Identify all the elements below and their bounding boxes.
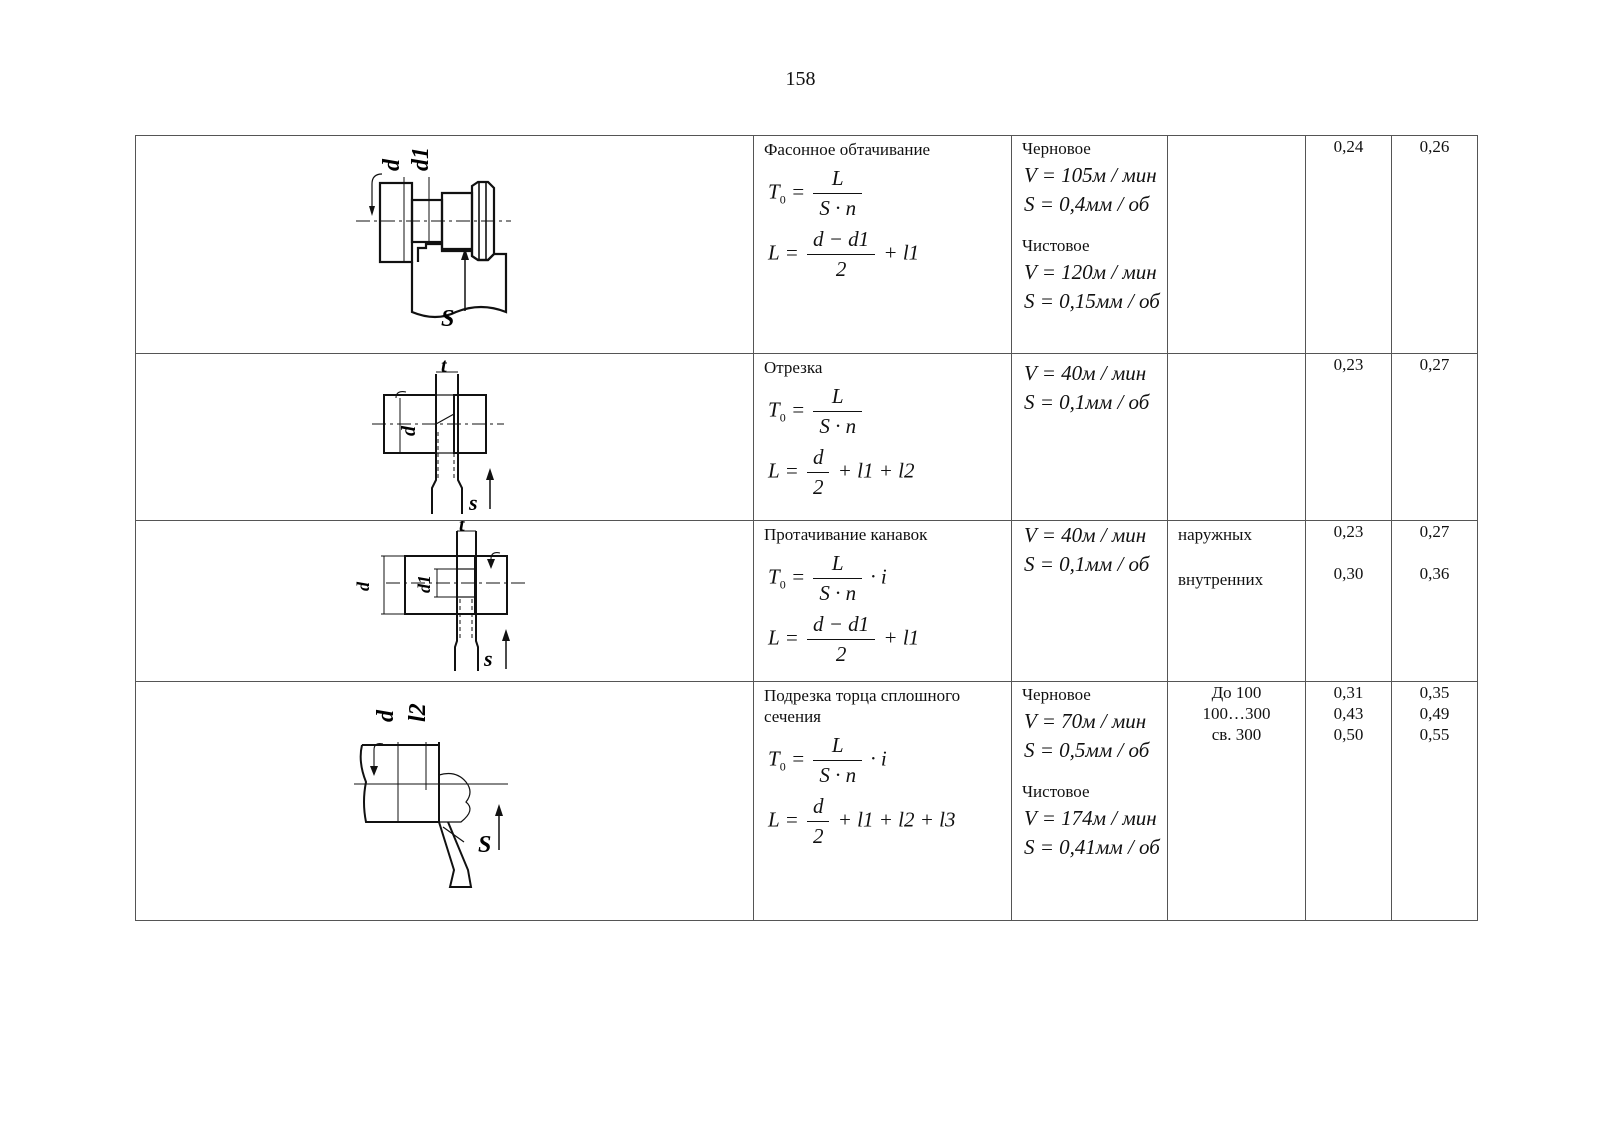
feed-value: S = 0,1мм / об	[1024, 390, 1150, 414]
page-number: 158	[785, 68, 816, 90]
mode-label: Чистовое	[1022, 782, 1090, 801]
fig-label-t: t	[459, 521, 466, 536]
condition-item: 100…300	[1202, 704, 1271, 723]
mode-cell: Черновое V = 105м / мин S = 0,4мм / об Ч…	[1011, 135, 1168, 354]
condition-item: До 100	[1211, 683, 1262, 702]
coef1-cell: 0,31 0,43 0,50	[1305, 681, 1392, 921]
coef2-value: 0,27	[1419, 355, 1450, 374]
operation-name: Фасонное обтачивание	[764, 140, 931, 159]
fig-label-d1: d1	[408, 147, 434, 171]
operation-name: Отрезка	[764, 358, 823, 377]
feed-value: S = 0,1мм / об	[1024, 552, 1150, 576]
coef1-value: 0,30	[1333, 564, 1364, 583]
fig-label-s: s	[483, 646, 493, 671]
fig-label-d: d	[373, 709, 399, 722]
coef2-cell: 0,27 0,36	[1391, 520, 1478, 682]
fig-label-s: s	[468, 490, 478, 515]
condition-cell	[1167, 353, 1306, 521]
feed-value: S = 0,4мм / об	[1024, 192, 1150, 216]
condition-item: наружных	[1178, 525, 1252, 544]
mode-label: Чистовое	[1022, 236, 1090, 255]
speed-value: V = 120м / мин	[1024, 260, 1157, 284]
speed-value: V = 70м / мин	[1024, 709, 1147, 733]
coef1-value: 0,43	[1333, 704, 1364, 723]
speed-value: V = 40м / мин	[1024, 361, 1147, 385]
fig-label-l2: l2	[405, 703, 431, 722]
mode-label: Черновое	[1022, 139, 1091, 158]
condition-cell: До 100 100…300 св. 300	[1167, 681, 1306, 921]
fig-label-d: d	[398, 425, 420, 436]
fig-label-s: S	[478, 832, 491, 858]
speed-value: V = 105м / мин	[1024, 163, 1157, 187]
operation-name: Протачивание канавок	[764, 525, 928, 544]
shaped-turning-diagram-icon: d d1 S	[356, 147, 511, 332]
coef1-value: 0,31	[1333, 683, 1364, 702]
fig-label-d: d	[379, 158, 405, 171]
feed-value: S = 0,15мм / об	[1024, 289, 1160, 313]
speed-value: V = 174м / мин	[1024, 806, 1157, 830]
coef2-value: 0,49	[1419, 704, 1450, 723]
feed-value: S = 0,41мм / об	[1024, 835, 1160, 859]
figure-cell: t d s	[135, 353, 754, 521]
condition-cell: наружных внутренних	[1167, 520, 1306, 682]
coef1-cell: 0,23 0,30	[1305, 520, 1392, 682]
coef1-cell: 0,23	[1305, 353, 1392, 521]
figure-cell: d l2 S	[135, 681, 754, 921]
coef2-cell: 0,35 0,49 0,55	[1391, 681, 1478, 921]
coef2-value: 0,35	[1419, 683, 1450, 702]
coef2-cell: 0,26	[1391, 135, 1478, 354]
feed-value: S = 0,5мм / об	[1024, 738, 1150, 762]
facing-diagram-icon: d l2 S	[354, 703, 508, 888]
coef1-value: 0,23	[1333, 355, 1364, 374]
mode-cell: Черновое V = 70м / мин S = 0,5мм / об Чи…	[1011, 681, 1168, 921]
operation-name: Подрезка торца сплошного сечения	[764, 686, 961, 726]
mode-label	[1012, 354, 1167, 357]
coef2-value: 0,26	[1419, 137, 1450, 156]
figure-cell: t d d1 s	[135, 520, 754, 682]
coef1-cell: 0,24	[1305, 135, 1392, 354]
speed-value: V = 40м / мин	[1024, 523, 1147, 547]
grooving-diagram-icon: t d d1 s	[353, 521, 528, 671]
mode-cell: V = 40м / мин S = 0,1мм / об	[1011, 520, 1168, 682]
condition-item: внутренних	[1178, 570, 1264, 589]
coef2-value: 0,36	[1419, 564, 1450, 583]
condition-cell	[1167, 135, 1306, 354]
coef1-value: 0,23	[1333, 522, 1364, 541]
condition-item: св. 300	[1211, 725, 1262, 744]
fig-label-s: S	[441, 306, 454, 332]
coef1-value: 0,50	[1333, 725, 1364, 744]
mode-cell: V = 40м / мин S = 0,1мм / об	[1011, 353, 1168, 521]
fig-label-d1: d1	[414, 575, 434, 593]
table-row: d l2 S Подрезка торца сплошного сечения …	[135, 681, 1478, 921]
fig-label-d: d	[353, 581, 373, 591]
mode-label: Черновое	[1022, 685, 1091, 704]
coef2-value: 0,27	[1419, 522, 1450, 541]
fig-label-t: t	[441, 355, 448, 377]
coef2-cell: 0,27	[1391, 353, 1478, 521]
figure-cell: d d1 S	[135, 135, 754, 354]
coef1-value: 0,24	[1333, 137, 1364, 156]
coef2-value: 0,55	[1419, 725, 1450, 744]
cutoff-diagram-icon: t d s	[372, 355, 504, 515]
